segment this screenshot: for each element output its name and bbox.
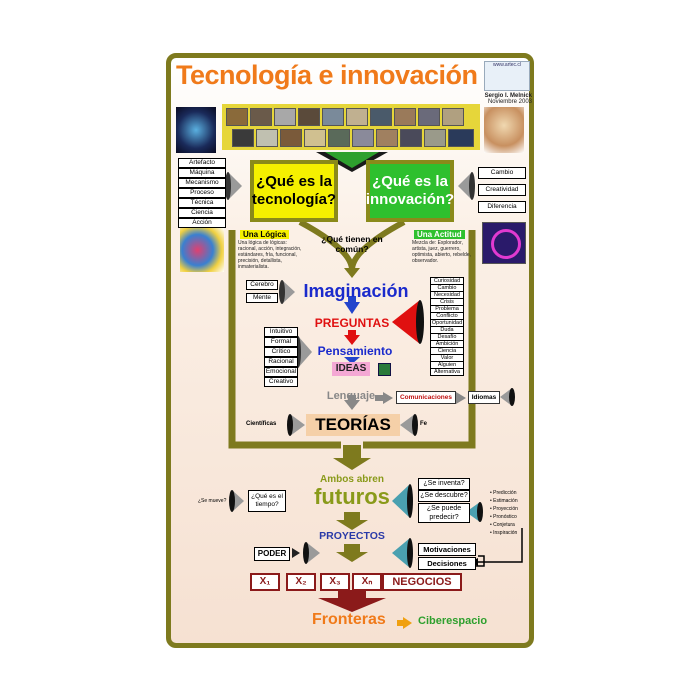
down-arrow-futuros [333,458,371,470]
author: Sergio I. Melnick [484,93,532,99]
question-innovation-text: ¿Qué es la innovación? [365,173,455,208]
preguntas-label: PREGUNTAS [314,316,390,330]
forecast-item: • Predicción [490,490,517,496]
date: Noviembre 2003 [487,99,532,105]
question-technology-text: ¿Qué es la tecnología? [251,173,337,208]
logic-image [180,228,224,272]
funnel-predecir [466,502,483,522]
tech-item: Artefacto [178,158,226,168]
funnel-decisiones [392,538,413,568]
forecast-item-label: Proyección [493,506,518,512]
right-image [484,107,524,153]
teorias-label: TEORÍAS [306,414,400,436]
ciberespacio-label: Ciberespacio [418,615,488,627]
funnel-fe [400,414,418,436]
down-arrow-fronteras [318,598,386,612]
brain-item: Mente [246,293,278,303]
motivaciones-box: Motivaciones [418,543,476,556]
ideas-label: IDEAS [332,362,370,376]
logo-text: www.artec.cl [492,62,522,68]
fronteras-label: Fronteras [312,611,386,628]
x-box: X₁ [250,573,280,591]
funnel-innov [458,172,475,200]
funnel-futuros [392,484,413,518]
forecast-item: • Conjetura [490,522,515,528]
innov-item: Diferencia [478,201,526,213]
thinking-item: Intuitivo [264,327,298,337]
funnel-idiomas [500,388,515,406]
imaginacion-label: Imaginación [303,281,409,301]
tech-item: Acción [178,218,226,228]
thinking-item: Formal [264,337,298,347]
idiomas-box: Idiomas [468,391,500,404]
thinking-item: Racional [264,357,298,367]
actitud-description: Mezcla de: Explorador, artista, juez, gu… [412,240,471,264]
funnel-tech [225,172,242,200]
tech-item: Proceso [178,188,226,198]
right-flow-line [363,230,476,449]
negocios-box: NEGOCIOS [382,573,462,591]
funnel-questions [392,300,424,344]
forecast-item: • Inspiración [490,530,518,536]
attitude-image [482,222,526,264]
x-box: Xₙ [352,573,382,591]
forecast-item-label: Pronóstico [493,514,517,520]
proyectos-label: PROYECTOS [319,530,385,542]
brain-item: Cerebro [246,280,278,290]
lenguaje-label: Lenguaje [326,390,376,402]
future-question: ¿Se puede predecir? [418,503,470,523]
tech-item: Mecanismo [178,178,226,188]
pensamiento-label: Pensamiento [317,344,393,358]
question-technology: ¿Qué es la tecnología? [250,160,338,222]
future-question: ¿Se inventa? [418,478,470,490]
left-image [176,107,216,153]
forecast-item: • Pronóstico [490,514,517,520]
funnel-tiempo [229,490,244,512]
una-actitud-label: Una Actitud [414,230,465,239]
forecast-item-label: Conjetura [493,522,515,528]
save-icon [378,363,391,376]
forecast-item: • Proyección [490,506,518,512]
forecast-item: • Estimación [490,498,518,504]
futuros-label: futuros [314,484,390,509]
funnel-cientificas [287,414,305,436]
photo-strip [222,104,480,150]
comunicaciones-box: Comunicaciones [396,391,456,404]
funnel-poder [303,542,320,564]
tech-item: Ciencia [178,208,226,218]
cientificas-label: Científicas [246,421,277,427]
thinking-item: Emocional [264,367,298,377]
decisiones-box: Decisiones [418,557,476,570]
funnel-brain [279,280,295,304]
logica-description: Una lógica de lógicas: racional, acción,… [238,240,302,270]
fe-label: Fe [420,421,428,427]
forecast-item-label: Predicción [493,490,517,496]
ambos-abren-label: Ambos abren [320,474,384,485]
left-flow-line [228,230,341,449]
common-question: ¿Qué tienen en común? [321,234,383,254]
future-question: ¿Se descubre? [418,490,470,502]
tech-item: Máquina [178,168,226,178]
poder-box: PODER [254,547,290,561]
x-box: X₃ [320,573,350,591]
thinking-item: Crítico [264,347,298,357]
innov-item: Creatividad [478,184,526,196]
se-mueve-label: ¿Se mueve? [198,498,227,504]
logo: www.artec.cl [484,61,530,91]
una-logica-label: Una Lógica [240,230,290,239]
forecast-item-label: Estimación [493,498,518,504]
thinking-item: Creativo [264,377,298,387]
tech-item: Técnica [178,198,226,208]
tiempo-box: ¿Qué es el tiempo? [248,490,286,512]
page-title: Tecnología e innovación [176,60,478,90]
x-box: X₂ [286,573,316,591]
trigger-item: Alternativa [430,368,464,376]
innov-item: Cambio [478,167,526,179]
forecast-item-label: Inspiración [493,530,518,536]
question-innovation: ¿Qué es la innovación? [366,160,454,222]
